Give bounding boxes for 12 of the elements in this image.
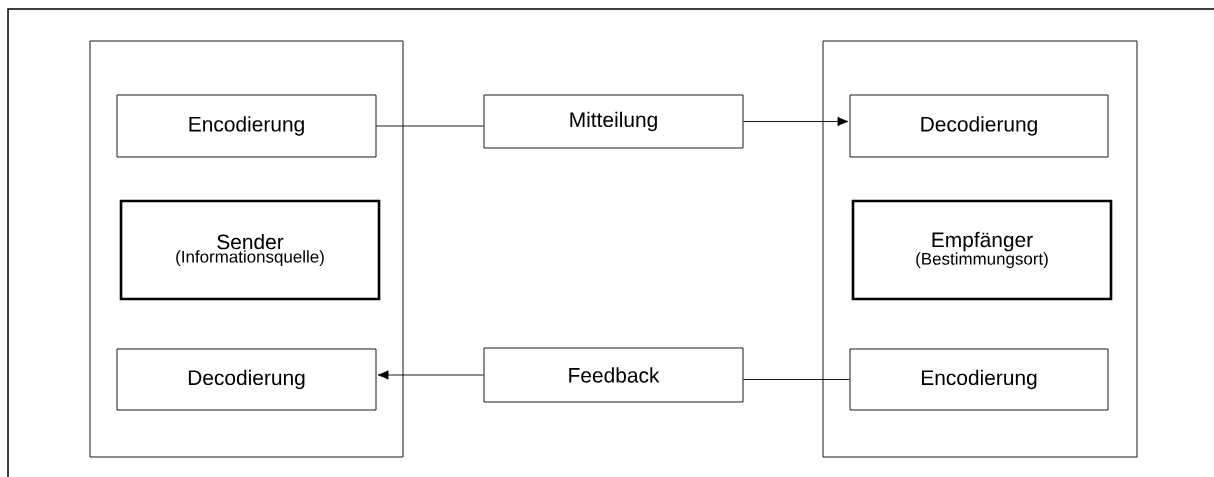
process-box: Encodierung bbox=[116, 94, 377, 158]
entity-box: Sender (Informationsquelle) bbox=[119, 199, 381, 301]
process-box: Feedback bbox=[483, 347, 744, 403]
container-box bbox=[89, 40, 404, 458]
process-box: Mitteilung bbox=[483, 94, 744, 149]
process-box: Encodierung bbox=[849, 348, 1109, 411]
arrow bbox=[743, 116, 849, 127]
arrow bbox=[377, 370, 484, 380]
entity-box: Empfänger (Bestimmungsort) bbox=[851, 199, 1113, 301]
process-box: Decodierung bbox=[116, 348, 377, 411]
process-box: Decodierung bbox=[849, 94, 1109, 158]
container-box bbox=[822, 40, 1138, 458]
